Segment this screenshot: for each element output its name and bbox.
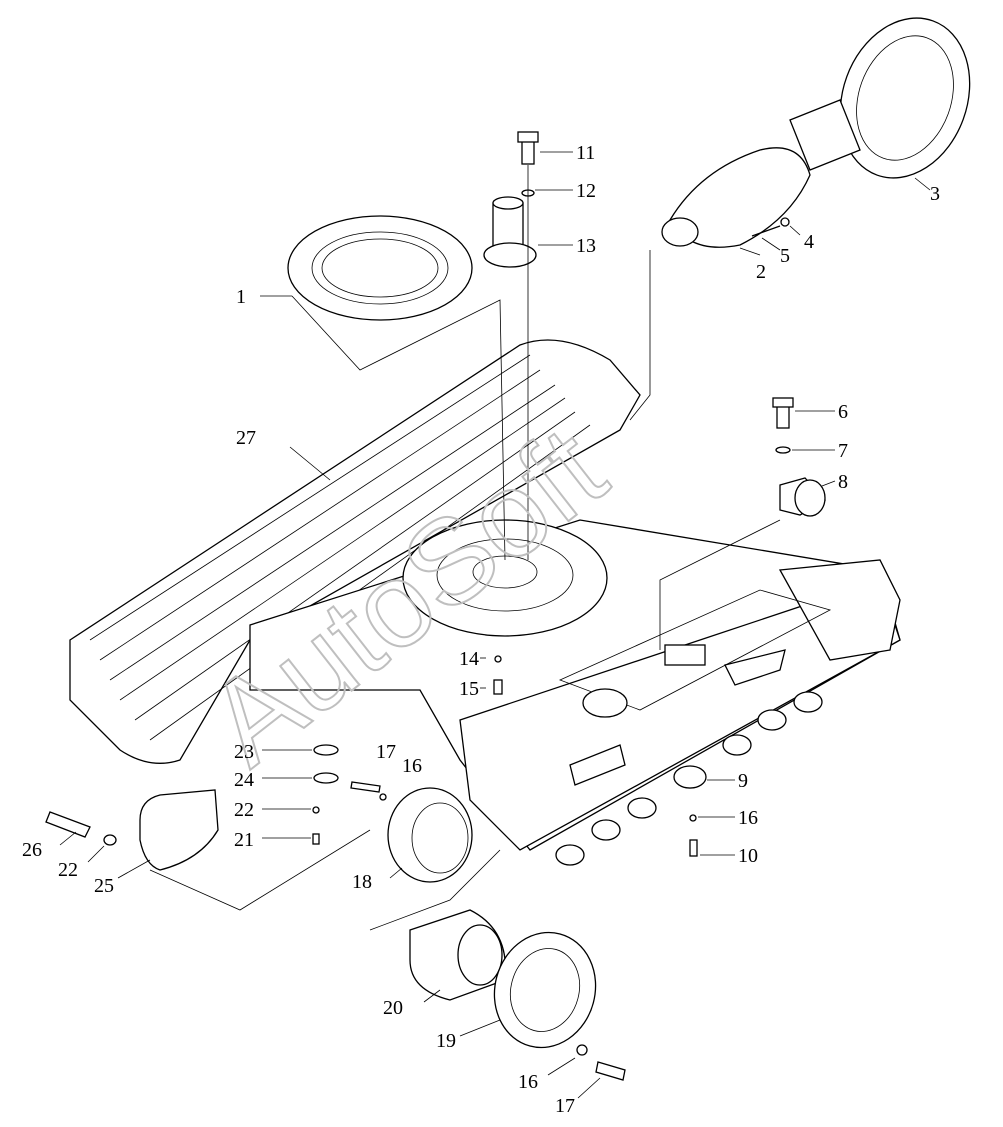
- callout-2: 2: [756, 261, 766, 283]
- callout-20: 20: [383, 997, 403, 1019]
- callout-23: 23: [234, 741, 254, 763]
- callout-21: 21: [234, 829, 254, 851]
- leader-lines: [59, 151, 931, 1099]
- callout-1: 1: [236, 286, 246, 308]
- callout-19: 19: [436, 1030, 456, 1052]
- callout-4: 4: [804, 231, 814, 253]
- callout-22-upper: 22: [234, 799, 254, 821]
- callout-18: 18: [352, 871, 372, 893]
- callout-16-lower: 16: [518, 1071, 538, 1093]
- callout-26: 26: [22, 839, 42, 861]
- callout-6: 6: [838, 401, 848, 423]
- callout-12: 12: [576, 180, 596, 202]
- track-roller-exploded: [673, 765, 707, 857]
- callout-5: 5: [780, 245, 790, 267]
- frame-hardware: [493, 655, 503, 695]
- cover-plate-assembly: [45, 789, 219, 871]
- callout-15: 15: [459, 678, 479, 700]
- callout-16-right: 16: [738, 807, 758, 829]
- track-frame: [69, 339, 901, 866]
- slewing-ring: [287, 215, 473, 321]
- callout-11: 11: [576, 142, 595, 164]
- callout-22-left: 22: [58, 859, 78, 881]
- center-swivel-joint: [483, 131, 539, 268]
- callout-9: 9: [738, 770, 748, 792]
- callout-25: 25: [94, 875, 114, 897]
- small-hardware-stack: [312, 744, 339, 845]
- carrier-roller: [772, 397, 827, 517]
- callout-24: 24: [234, 769, 254, 791]
- callout-17-lower: 17: [555, 1095, 575, 1117]
- callout-27: 27: [236, 427, 256, 449]
- callout-14: 14: [459, 648, 479, 670]
- travel-motor-assembly: [350, 781, 626, 1081]
- callout-17-upper: 17: [376, 741, 396, 763]
- callout-8: 8: [838, 471, 848, 493]
- idler-and-recoil-spring: [661, 17, 971, 248]
- callout-13: 13: [576, 235, 596, 257]
- callout-16-upper: 16: [402, 755, 422, 777]
- callout-7: 7: [838, 440, 848, 462]
- callout-3: 3: [930, 183, 940, 205]
- callout-10: 10: [738, 845, 758, 867]
- callout-labels: 1 2 3 4 5 6 7 8 9 10 11 12 13 14 15 16 1…: [22, 142, 940, 1117]
